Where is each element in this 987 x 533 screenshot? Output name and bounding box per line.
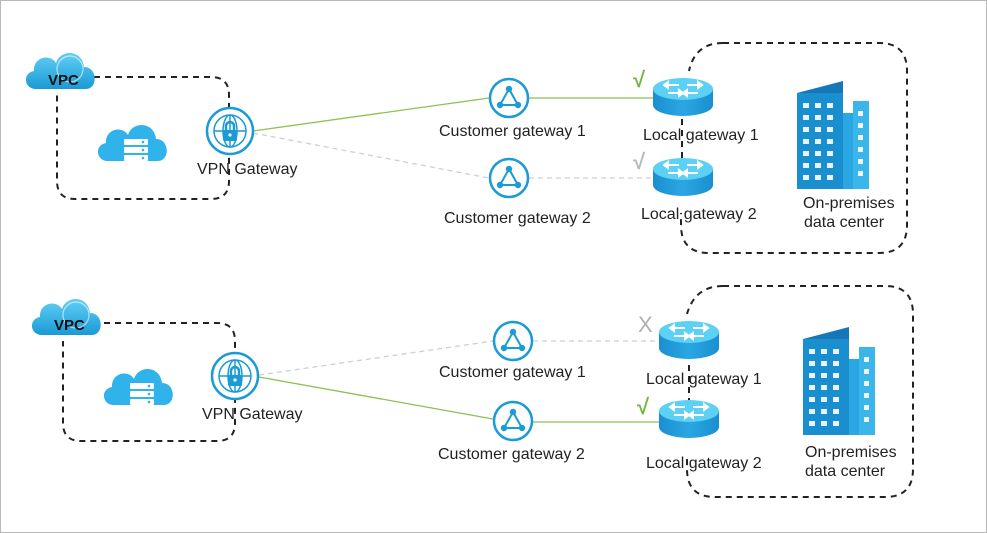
link-vpn-to-cgw2 xyxy=(252,132,490,179)
status-x-icon: X xyxy=(638,312,653,337)
customer-gateway-1-icon xyxy=(488,77,530,119)
local-gateway-2-label: Local gateway 2 xyxy=(641,206,757,223)
vpn-gateway-icon xyxy=(210,351,260,401)
local-gateway-1-router-icon xyxy=(652,77,714,117)
status-check-icon: √ xyxy=(637,394,650,419)
vpc-label: VPC xyxy=(54,317,85,334)
local-gateway-2-router-icon xyxy=(658,399,720,439)
status-check-icon: √ xyxy=(633,149,646,174)
local-gateway-1-label: Local gateway 1 xyxy=(646,371,762,388)
customer-gateway-2-label: Customer gateway 2 xyxy=(438,446,585,463)
vpc-cloud-icon xyxy=(25,52,95,89)
local-gateway-1-router-icon xyxy=(658,320,720,360)
link-vpn-to-cgw2 xyxy=(258,376,494,420)
vpc-boundary xyxy=(56,76,230,200)
datacenter-boundary-top xyxy=(686,285,724,315)
datacenter-label-line1: On-premises xyxy=(805,444,897,461)
datacenter-boundary-top xyxy=(688,42,724,72)
vpn-gateway-icon xyxy=(205,106,255,156)
link-vpn-to-cgw1 xyxy=(258,340,494,376)
datacenter-building-icon xyxy=(797,81,869,189)
customer-gateway-1-label: Customer gateway 1 xyxy=(439,123,586,140)
vpn-gateway-label: VPN Gateway xyxy=(202,406,303,423)
server-stack-icon xyxy=(103,368,173,405)
server-stack-icon xyxy=(97,124,167,161)
customer-gateway-2-icon xyxy=(492,400,534,442)
local-gateway-2-label: Local gateway 2 xyxy=(646,455,762,472)
status-check-icon: √ xyxy=(633,67,646,92)
vpc-boundary xyxy=(62,322,236,442)
vpc-cloud-icon xyxy=(31,298,101,335)
datacenter-building-icon xyxy=(803,327,875,435)
bottom-scenario xyxy=(31,285,914,498)
datacenter-boundary xyxy=(680,42,908,254)
customer-gateway-1-label: Customer gateway 1 xyxy=(439,364,586,381)
datacenter-label-line2: data center xyxy=(804,214,885,231)
top-scenario xyxy=(25,42,908,254)
local-gateway-1-label: Local gateway 1 xyxy=(643,127,759,144)
customer-gateway-1-icon xyxy=(492,320,534,362)
datacenter-label-line2: data center xyxy=(805,463,886,480)
customer-gateway-2-label: Customer gateway 2 xyxy=(444,210,591,227)
link-vpn-to-cgw1 xyxy=(252,97,490,132)
customer-gateway-2-icon xyxy=(488,157,530,199)
local-gateway-2-router-icon xyxy=(652,157,714,197)
datacenter-label-line1: On-premises xyxy=(803,195,895,212)
vpn-gateway-label: VPN Gateway xyxy=(197,161,298,178)
vpc-label: VPC xyxy=(48,72,79,89)
